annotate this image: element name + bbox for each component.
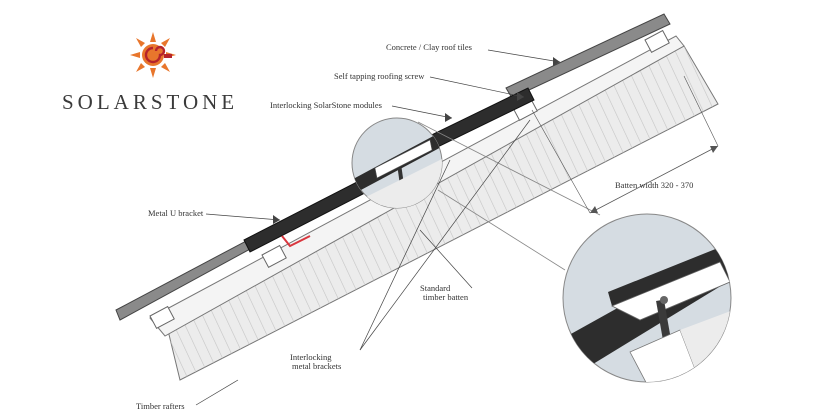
leader-modules — [391, 105, 453, 119]
brand-name: SOLARSTONE — [62, 90, 239, 114]
roof-tile — [505, 13, 671, 99]
dimension-extension-line — [683, 75, 719, 147]
label-timber-rafters: Timber rafters — [136, 401, 185, 411]
label-solarstone-modules: Interlocking SolarStone modules — [270, 100, 382, 110]
label-metal-brackets-line2: metal brackets — [292, 361, 342, 371]
detail-small-content — [352, 126, 442, 208]
leader-batten — [419, 229, 473, 289]
metal-u-bracket — [281, 235, 311, 248]
leader-bracket — [205, 213, 281, 221]
label-roofing-screw: Self tapping roofing screw — [334, 71, 425, 81]
detail-connector-line — [437, 189, 566, 271]
label-timber-batten-line1: Standard — [420, 283, 451, 293]
label-batten-width: Batten width 320 - 370 — [615, 180, 694, 190]
dimension-extension-line — [531, 109, 591, 214]
leader-rafters — [195, 379, 239, 406]
dim-arrow-icon — [710, 146, 718, 153]
leader-arrow-icon — [517, 92, 524, 101]
timber-batten — [149, 305, 175, 330]
leader-arrow-icon — [553, 57, 560, 66]
rafter-hatch — [165, 46, 718, 380]
leader-brackets — [359, 159, 451, 351]
leader-arrow-icon — [445, 113, 452, 122]
label-metal-brackets-line1: Interlocking — [290, 352, 332, 362]
label-u-bracket: Metal U bracket — [148, 208, 204, 218]
batten-width-dimension — [589, 145, 719, 214]
leader-arrow-icon — [273, 215, 280, 224]
leader-screw — [429, 76, 525, 98]
label-timber-batten-line2: timber batten — [423, 292, 469, 302]
leader-brackets — [359, 119, 531, 351]
dim-arrow-icon — [590, 206, 598, 213]
leader-tiles — [487, 49, 561, 63]
solarstone-logo-icon — [130, 32, 176, 78]
detail-connector-line — [417, 121, 601, 216]
timber-batten — [644, 29, 670, 54]
label-roof-tiles: Concrete / Clay roof tiles — [386, 42, 472, 52]
timber-batten — [261, 244, 287, 269]
